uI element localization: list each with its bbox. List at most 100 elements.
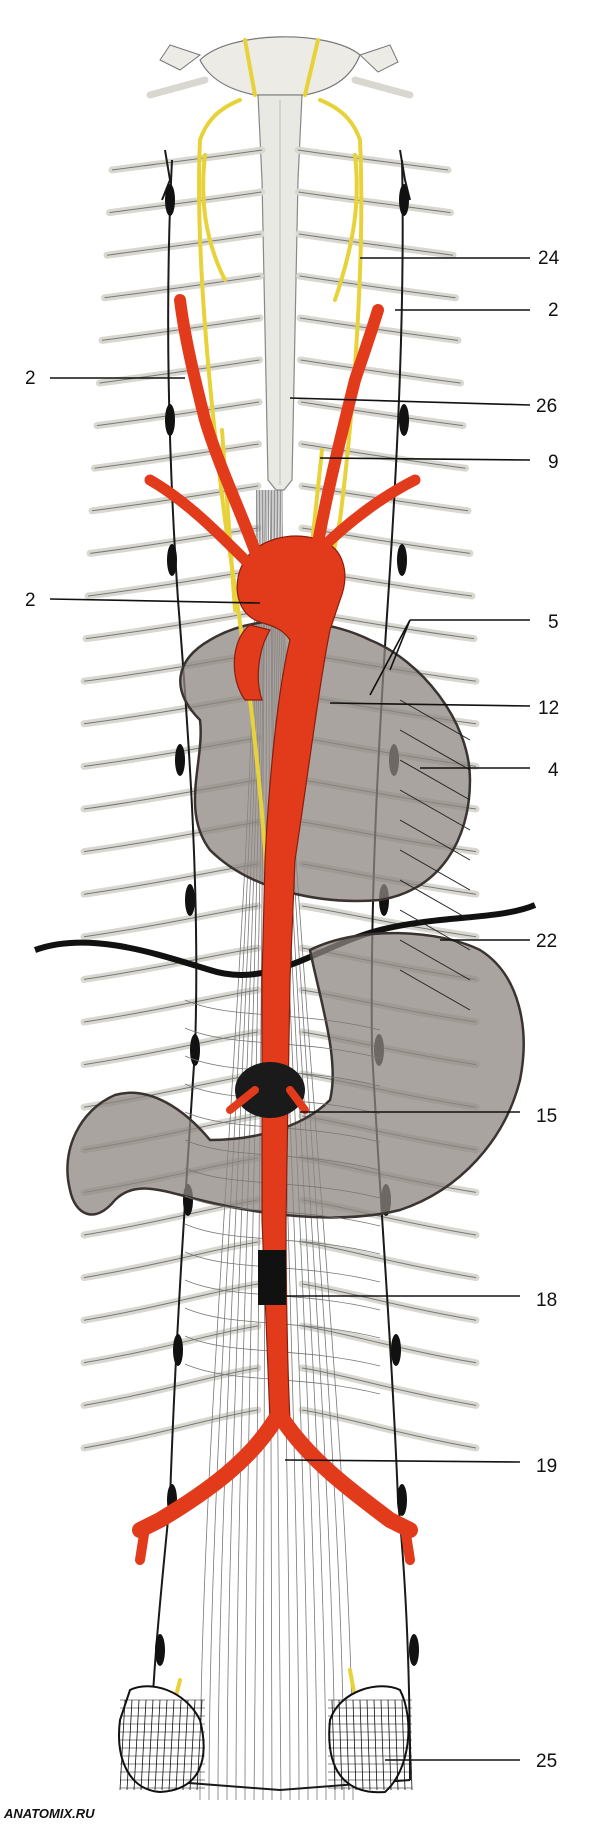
plexus-hatch [373,1699,378,1791]
pelvic-plexus-left [118,1685,205,1794]
spinal-nerve-right-outline [298,233,454,256]
label-26: 26 [289,396,557,417]
label-2-middle: 2 [25,590,261,611]
spinal-nerve-right-outline [301,1241,477,1279]
spinal-nerve-left-outline [83,1325,259,1364]
spinal-cord [257,94,303,491]
plexus-hatch [154,1699,161,1791]
label-2a-text: 2 [548,300,559,321]
label-18: 18 [286,1290,557,1311]
plexus-hatch [126,1699,133,1791]
spinal-nerve-left-outline [111,149,263,171]
spinal-nerve-right-outline [301,443,466,469]
label-4-text: 4 [548,760,559,781]
ganglion-right [397,544,407,576]
celiac-plexus [226,1062,309,1118]
label-22: 22 [440,931,557,952]
ganglion-left [165,184,175,216]
spinal-nerve-left-outline [99,359,260,384]
plexus-hatch [133,1699,140,1791]
label-15-text: 15 [536,1106,557,1127]
label-2b-text: 2 [25,368,36,389]
cranial-nerve-roots [146,36,414,142]
plexus-hatch [338,1699,343,1791]
spinal-nerve-left-outline [83,905,259,938]
plexus-hatch [345,1699,350,1791]
spinal-nerve-right-outline [297,149,449,171]
spinal-nerve-left-outline [96,401,260,427]
label-5: 5 [369,612,559,696]
ganglion-left [175,744,185,776]
spinal-nerve-left-outline [83,989,259,1023]
cardiac-branch [399,699,471,741]
label-19: 19 [284,1456,557,1477]
plexus-hatch [182,1699,189,1791]
label-24: 24 [360,248,560,269]
plexus-hatch [366,1699,371,1791]
heart-outline [179,619,472,903]
spinal-nerve-left-outline [83,1031,259,1066]
ganglion-left [173,1334,183,1366]
label-25-text: 25 [536,1751,557,1772]
cardiac-branch [399,879,471,921]
spinal-nerve-right-outline [298,191,451,214]
label-2c-text: 2 [25,590,36,611]
spinal-nerve-left-outline [83,1241,259,1279]
cardiac-branch [399,759,471,801]
cardiac-branch [399,729,471,771]
ganglion-right [409,1634,419,1666]
label-19-text: 19 [536,1456,557,1477]
plexus-hatch [408,1699,413,1791]
spinal-nerve-right-outline [299,275,456,299]
label-18-text: 18 [536,1290,557,1311]
aorta [233,535,346,1421]
plexus-hatch [175,1699,182,1791]
plexus-hatch [380,1699,385,1791]
spinal-nerve-right-outline [301,1367,477,1406]
label-15: 15 [300,1106,557,1127]
label-25: 25 [385,1751,557,1772]
spinal-nerve-right-outline [300,401,464,427]
ganglion-left [167,544,177,576]
label-2-left: 2 [25,368,185,389]
plexus-hatch [401,1699,406,1791]
cardiac-branch [399,789,471,831]
label-9: 9 [319,452,559,473]
spinal-nerve-left [80,1322,262,1367]
ganglion-left [190,1034,200,1066]
plexus-hatch [147,1699,154,1791]
spinal-nerve-left-outline [106,233,262,256]
spinal-nerve-left-outline [83,1409,259,1449]
watermark: ANATOMIX.RU [3,1806,95,1821]
spinal-nerve-right-outline [301,1409,477,1449]
spinal-nerve-right-outline [301,1283,477,1321]
label-5-text: 5 [548,612,559,633]
label-2-upper-right: 2 [395,300,559,321]
ganglion-left [165,404,175,436]
label-12-text: 12 [538,698,559,719]
spinal-nerve-right-outline [300,359,461,384]
label-22-text: 22 [536,931,557,952]
spinal-nerve-left-outline [109,191,262,214]
plexus-hatch [359,1699,364,1791]
ganglion-right [399,184,409,216]
ganglion-right [399,404,409,436]
iliac-arteries [132,1412,418,1565]
spinal-nerve-left-outline [83,1283,259,1321]
label-12: 12 [329,698,559,719]
label-9-text: 9 [548,452,559,473]
ganglion-right [391,1334,401,1366]
plexus-hatch [161,1699,168,1791]
plexus-hatch [394,1699,399,1791]
plexus-hatch [168,1699,175,1791]
ganglion-left [185,884,195,916]
pelvic-plexus [118,1685,413,1794]
label-26-text: 26 [536,396,557,417]
spinal-nerve-left-outline [85,611,259,640]
ganglion-left [155,1634,165,1666]
ganglion-right [397,1484,407,1516]
plexus-hatch [331,1699,336,1791]
label-4: 4 [420,760,559,781]
plexus-hatch [119,1699,126,1791]
spinal-nerve-left [80,1364,262,1409]
